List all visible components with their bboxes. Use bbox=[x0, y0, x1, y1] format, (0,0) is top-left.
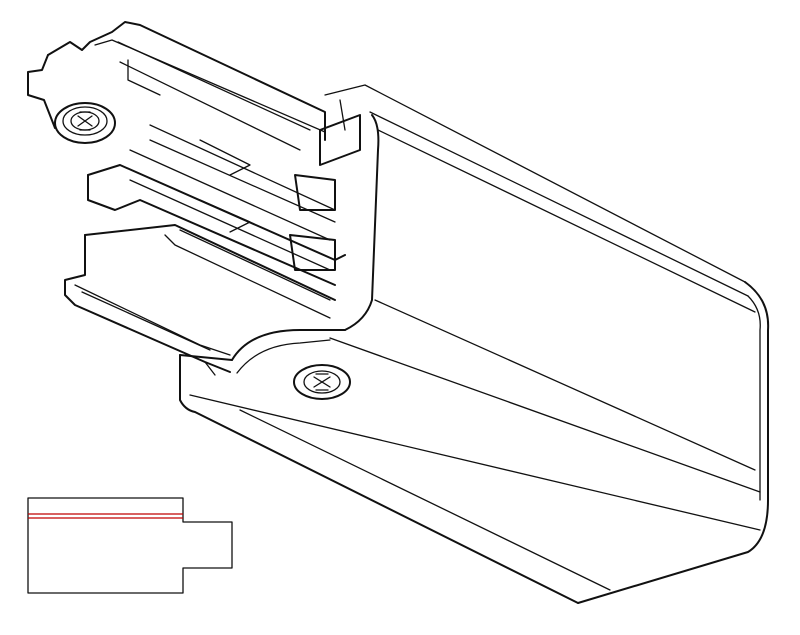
phillips-screw-icon bbox=[293, 364, 351, 400]
orientation-marker bbox=[27, 497, 233, 594]
bottom-tray bbox=[64, 224, 336, 376]
phillips-screw-icon bbox=[54, 102, 116, 144]
top-clip bbox=[27, 21, 361, 166]
conductor-slots bbox=[87, 124, 346, 286]
housing-body bbox=[179, 84, 770, 604]
